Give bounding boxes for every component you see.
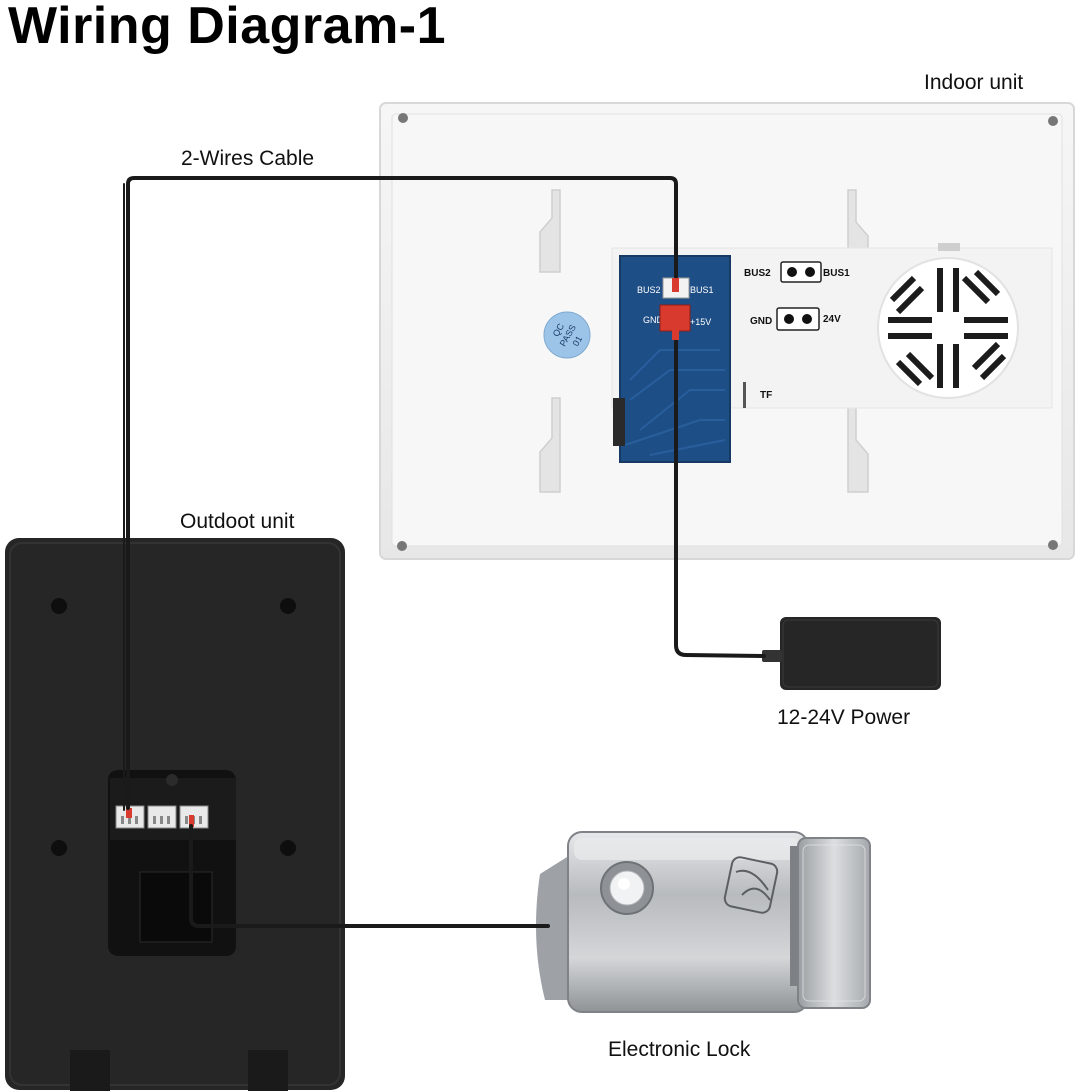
terminal-gnd-label: GND (750, 316, 772, 327)
qc-number-text: 01 (571, 334, 585, 348)
lock-cable (189, 824, 550, 928)
mount-hole (51, 598, 67, 614)
terminal-tf-label: TF (760, 390, 772, 401)
speaker-grille-icon (877, 257, 1019, 399)
terminal-bus2-label: BUS2 (744, 268, 771, 279)
lock-brand-mark (723, 856, 779, 914)
cable-label: 2-Wires Cable (181, 147, 315, 170)
screw (1048, 116, 1058, 126)
board-bus1-label: BUS1 (690, 285, 714, 295)
mount-hole (280, 598, 296, 614)
screw (397, 541, 407, 551)
qc-pass-sticker: QC PASS 01 (543, 311, 591, 359)
terminal-24v-label: 24V (823, 314, 841, 325)
power-adapter (762, 617, 941, 690)
power-terminals: GND 24V (750, 307, 841, 331)
power-label: 12-24V Power (777, 706, 911, 729)
outdoor-connector-block (108, 770, 236, 956)
indoor-unit-label: Indoor unit (924, 71, 1024, 94)
electronic-lock (536, 831, 871, 1013)
lock-label: Electronic Lock (608, 1038, 751, 1061)
board-bus2-label: BUS2 (637, 285, 661, 295)
screw (398, 113, 408, 123)
bus-cable (126, 176, 678, 810)
wires (123, 176, 766, 928)
outdoor-unit-label: Outdoot unit (180, 510, 295, 533)
screw (1048, 540, 1058, 550)
indoor-unit: QC PASS 01 BUS2 BUS1 GND +15V (379, 102, 1075, 560)
board-gnd-label: GND (643, 315, 664, 325)
power-cable (674, 328, 766, 658)
outdoor-unit (5, 538, 345, 1091)
diagram-title: Wiring Diagram-1 (8, 0, 447, 55)
tf-card-slot: TF (743, 382, 772, 408)
bus-terminals: BUS2 BUS1 (744, 261, 850, 283)
mount-hole (51, 840, 67, 856)
indoor-circuit-board: BUS2 BUS1 GND +15V (613, 255, 731, 463)
board-15v-label: +15V (690, 317, 711, 327)
terminal-bus1-label: BUS1 (823, 268, 850, 279)
mount-hole (280, 840, 296, 856)
